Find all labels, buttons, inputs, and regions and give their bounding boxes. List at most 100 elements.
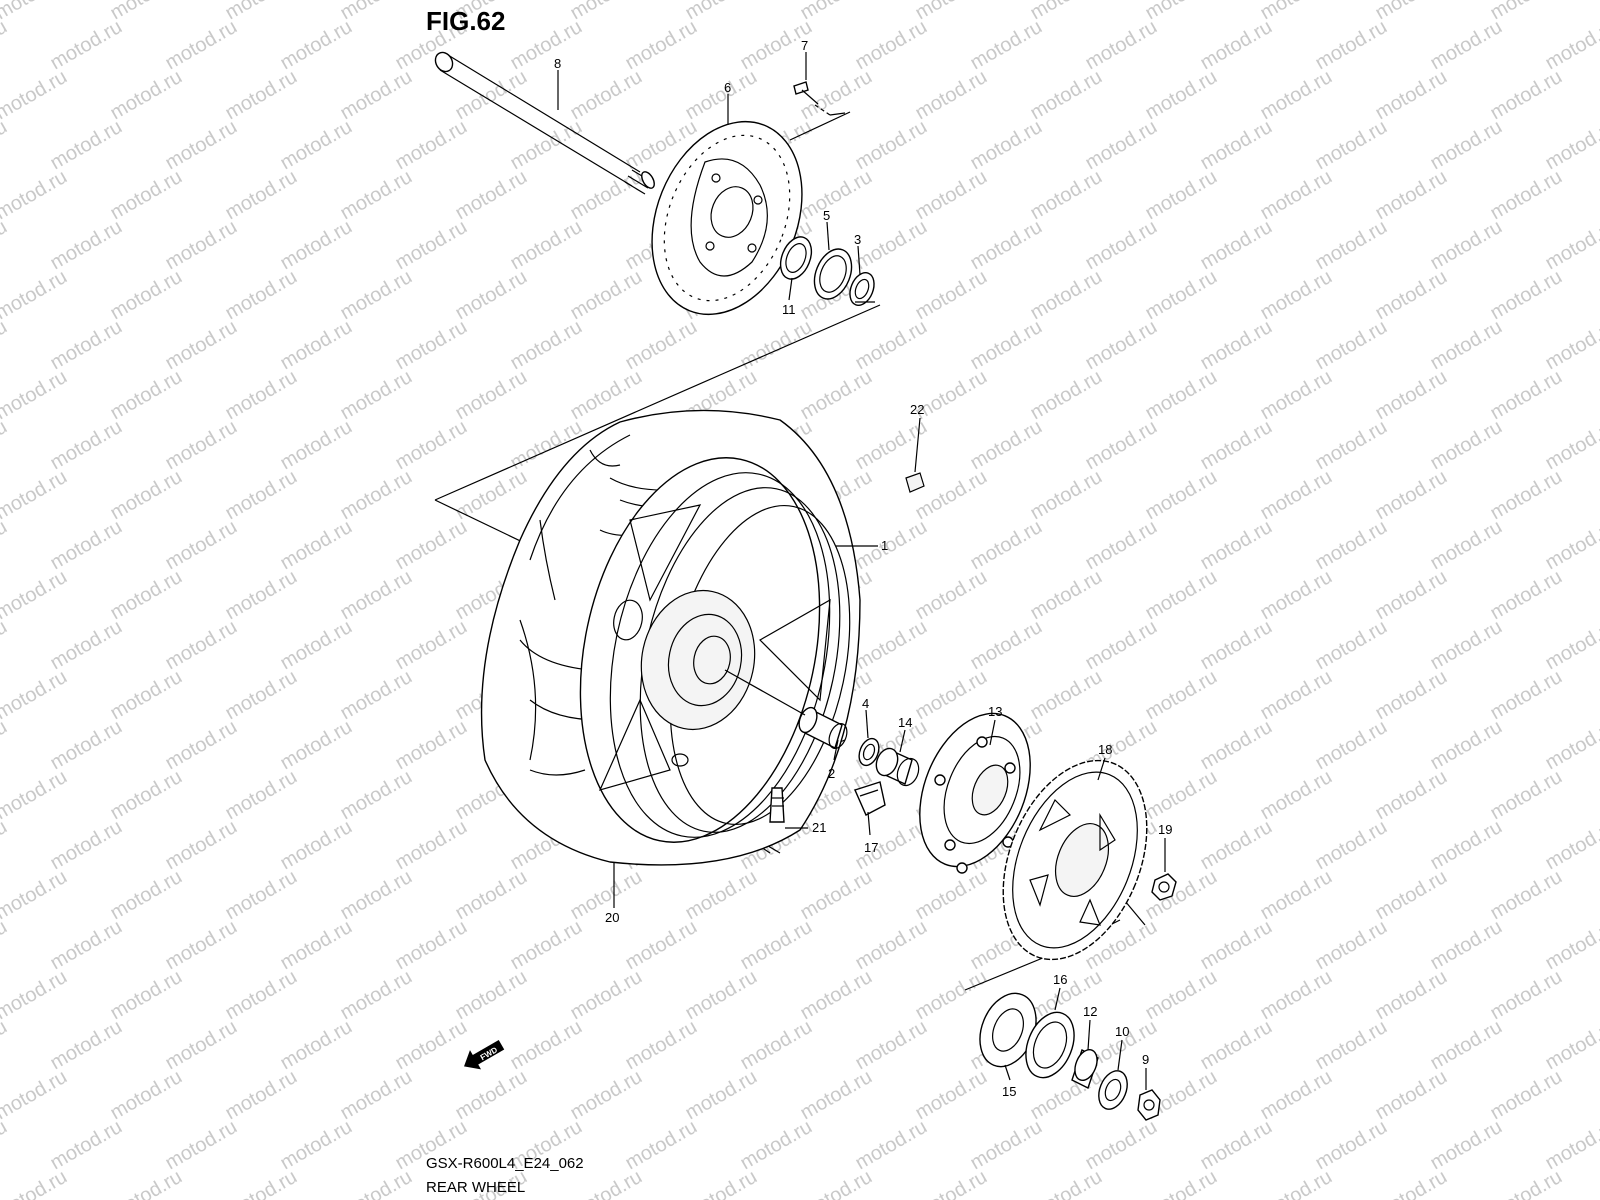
watermark-text: motod.ru [107,666,186,725]
watermark-text: motod.ru [107,0,186,24]
watermark-text: motod.ru [1372,466,1451,525]
watermark-text: motod.ru [222,566,301,625]
watermark-text: motod.ru [0,166,71,225]
part-balancer[interactable] [905,472,925,493]
part-bearing-4[interactable] [855,736,882,769]
watermark-text: motod.ru [1542,516,1600,575]
watermark-text: motod.ru [1372,166,1451,225]
callout-5[interactable]: 5 [823,208,830,223]
part-wheel-rim[interactable] [547,435,877,864]
callout-7[interactable]: 7 [801,38,808,53]
watermark-text: motod.ru [682,1066,761,1125]
watermark-text: motod.ru [337,1166,416,1200]
figure-title: FIG.62 [426,6,505,36]
watermark-text: motod.ru [1372,566,1451,625]
watermark-text: motod.ru [682,0,761,24]
callout-22[interactable]: 22 [910,402,924,417]
part-axle-nut-9[interactable] [1137,1089,1161,1121]
callout-12[interactable]: 12 [1083,1004,1097,1019]
part-spacer-12[interactable] [1071,1046,1102,1089]
part-tire-valve[interactable] [769,787,785,823]
watermark-text: motod.ru [1542,316,1600,375]
watermark-text: motod.ru [1257,866,1336,925]
watermark-text: motod.ru [1142,66,1221,125]
figure-code: GSX-R600L4_E24_062 [426,1155,584,1172]
part-oil-seal-16[interactable] [1017,1005,1083,1085]
callout-9[interactable]: 9 [1142,1052,1149,1067]
callout-3[interactable]: 3 [854,232,861,247]
part-axle[interactable] [432,49,657,195]
watermark-text: motod.ru [452,466,531,525]
part-oil-seal-5[interactable] [807,244,858,305]
watermark-text: motod.ru [107,866,186,925]
part-spacer-14[interactable] [872,745,922,788]
watermark-text: motod.ru [912,166,991,225]
watermark-text: motod.ru [0,1016,11,1075]
watermark-text: motod.ru [567,366,646,425]
watermark-text: motod.ru [1542,1016,1600,1075]
callout-18[interactable]: 18 [1098,742,1112,757]
watermark-text: motod.ru [1542,1116,1600,1175]
watermark-text: motod.ru [1257,466,1336,525]
part-cush-damper[interactable] [854,781,886,816]
callout-16[interactable]: 16 [1053,972,1067,987]
callout-6[interactable]: 6 [724,80,731,95]
watermark-text: motod.ru [912,566,991,625]
watermark-text: motod.ru [1372,266,1451,325]
watermark-text: motod.ru [567,0,646,24]
watermark-text: motod.ru [222,1166,301,1200]
watermark-text: motod.ru [337,766,416,825]
watermark-text: motod.ru [0,416,11,475]
part-sprocket-nut[interactable] [1151,873,1177,901]
callout-1[interactable]: 1 [881,538,888,553]
watermark-text: motod.ru [1542,16,1600,75]
watermark-text: motod.ru [1372,1066,1451,1125]
watermark-text: motod.ru [1257,966,1336,1025]
watermark-text: motod.ru [337,666,416,725]
watermark-text: motod.ru [0,966,71,1025]
watermark-text: motod.ru [1027,466,1106,525]
figure-name: REAR WHEEL [426,1179,525,1196]
watermark-text: motod.ru [567,266,646,325]
watermark-text: motod.ru [1027,66,1106,125]
callout-14[interactable]: 14 [898,715,912,730]
watermark-text: motod.ru [222,366,301,425]
watermark-text: motod.ru [912,66,991,125]
watermark-text: motod.ru [337,566,416,625]
watermark-text: motod.ru [682,1166,761,1200]
part-disc-bolt[interactable] [793,81,846,116]
callout-2[interactable]: 2 [828,766,835,781]
callout-4[interactable]: 4 [862,696,869,711]
watermark-text: motod.ru [107,1066,186,1125]
part-rear-sprocket[interactable] [976,739,1174,981]
watermark-text: motod.ru [0,766,71,825]
part-brake-disc[interactable] [625,99,830,337]
watermark-text: motod.ru [1142,566,1221,625]
watermark-text: motod.ru [1542,616,1600,675]
callout-17[interactable]: 17 [864,840,878,855]
part-washer-10[interactable] [1093,1067,1132,1114]
watermark-text: motod.ru [1142,766,1221,825]
watermark-text: motod.ru [107,966,186,1025]
callout-10[interactable]: 10 [1115,1024,1129,1039]
watermark-text: motod.ru [107,266,186,325]
watermark-text: motod.ru [452,266,531,325]
callout-21[interactable]: 21 [812,820,826,835]
callout-15[interactable]: 15 [1002,1084,1016,1099]
watermark-text: motod.ru [682,866,761,925]
watermark-text: motod.ru [1372,866,1451,925]
callout-11[interactable]: 11 [782,302,796,317]
part-sprocket-drum[interactable] [899,697,1052,883]
watermark-text: motod.ru [1142,366,1221,425]
watermark-text: motod.ru [912,0,991,24]
watermark-text: motod.ru [1257,566,1336,625]
callout-8[interactable]: 8 [554,56,561,71]
callout-13[interactable]: 13 [988,704,1002,719]
watermark-text: motod.ru [337,0,416,24]
part-spacer-11[interactable] [775,232,817,283]
watermark-text: motod.ru [912,1166,991,1200]
callout-19[interactable]: 19 [1158,822,1172,837]
watermark-text: motod.ru [0,1066,71,1125]
part-bearing-3[interactable] [845,269,878,309]
callout-20[interactable]: 20 [605,910,619,925]
